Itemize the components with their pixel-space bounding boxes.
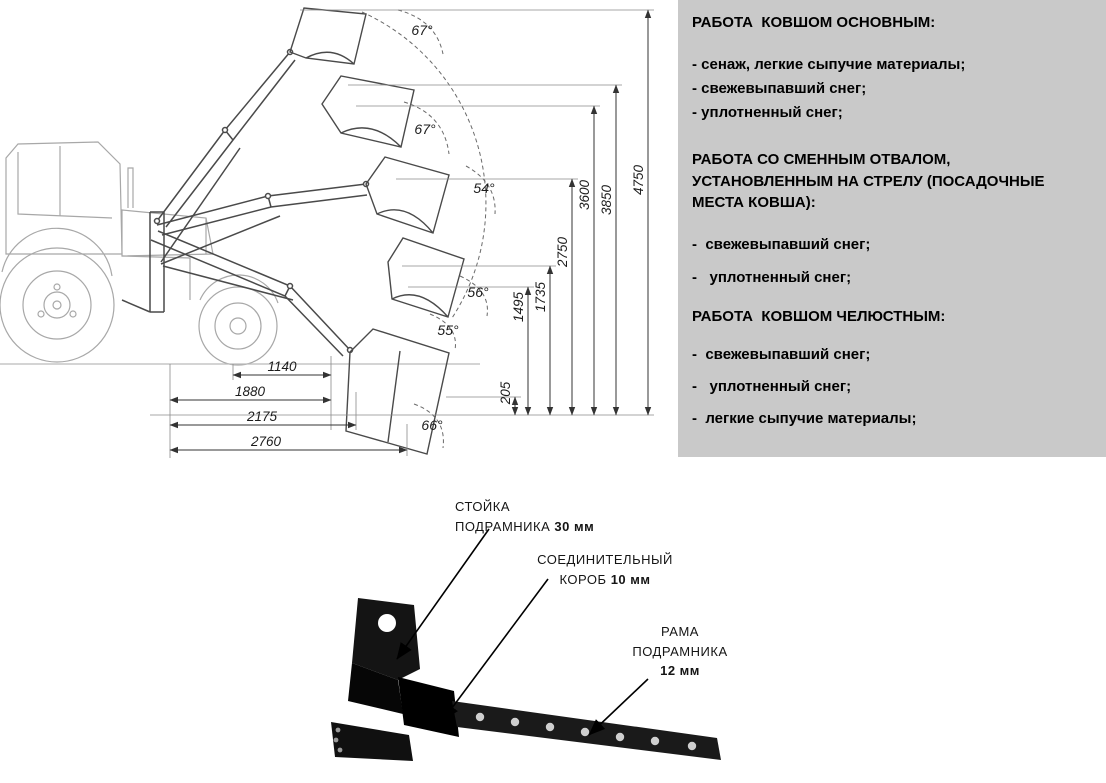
pointer-arrow-box: [442, 578, 549, 721]
pointer-arrows: [396, 528, 649, 736]
pointer-arrow-rail: [588, 678, 649, 736]
section-items: - свежевыпавший снег; - уплотненный снег…: [692, 344, 1092, 429]
label-stand: СТОЙКА ПОДРАМНИКА 30 мм: [455, 497, 655, 536]
exhaust-pipe: [127, 167, 134, 208]
list-item: - сенаж, легкие сыпучие материалы;: [692, 55, 966, 73]
list-item: - уплотненный снег;: [692, 103, 843, 121]
vertical-dim-label: 1735: [533, 281, 548, 312]
bucket-high: [321, 75, 415, 148]
vertical-dim-label: 3850: [599, 184, 614, 215]
rail-holes: [475, 712, 697, 751]
label-line: СТОЙКА: [455, 499, 511, 514]
angle-label: 55°: [437, 322, 459, 338]
section-heading-main-bucket: РАБОТА КОВШОМ ОСНОВНЫМ:: [692, 14, 936, 31]
info-panel: РАБОТА КОВШОМ ОСНОВНЫМ: - сенаж, легкие …: [678, 0, 1106, 457]
loader-mast: [121, 211, 165, 313]
boom-raised: [156, 51, 296, 228]
angle-arcs: [361, 9, 496, 449]
lift-cylinder-raised: [160, 147, 241, 263]
boom-mid: [156, 183, 368, 236]
front-fender: [199, 274, 279, 304]
list-item: - свежевыпавший снег;: [692, 236, 871, 253]
tractor-outline: [0, 141, 480, 366]
list-item: - уплотненный снег;: [692, 269, 852, 286]
angle-label: 66°: [421, 417, 443, 433]
thickness-value: 12 мм: [660, 663, 700, 678]
bucket-dump-top: [289, 7, 367, 65]
rear-wheel: [0, 247, 115, 363]
rear-fender: [1, 227, 113, 277]
lift-cylinder-mid: [160, 215, 281, 265]
subframe-drawing: [331, 528, 721, 761]
vertical-dim-label: 3600: [577, 179, 592, 210]
angle-label: 54°: [473, 180, 495, 196]
list-item: - легкие сыпучие материалы;: [692, 409, 917, 427]
bucket-low: [387, 237, 465, 318]
angle-label: 67°: [411, 22, 433, 38]
horizontal-dim-label: 2175: [246, 409, 278, 424]
extension-lines: [150, 9, 654, 458]
thickness-value: 30 мм: [554, 518, 595, 534]
list-item: - свежевыпавший снег;: [692, 345, 871, 363]
section-heading-blade: РАБОТА СО СМЕННЫМ ОТВАЛОМ, УСТАНОВЛЕННЫМ…: [692, 150, 1049, 212]
section-heading-clamshell: РАБОТА КОВШОМ ЧЕЛЮСТНЫМ:: [692, 308, 946, 325]
list-item: - уплотненный снег;: [692, 377, 852, 395]
bucket-mid: [365, 156, 450, 234]
vertical-dim-label: 1495: [511, 291, 526, 322]
subframe-part: [331, 598, 721, 761]
stand-side: [348, 663, 403, 714]
cab: [5, 141, 123, 255]
pointer-arrow-stand: [396, 528, 490, 660]
list-item: - свежевыпавший снег;: [692, 79, 867, 97]
connecting-box: [398, 677, 459, 737]
label-line: СОЕДИНИТЕЛЬНЫЙ: [537, 552, 673, 567]
front-wheel: [198, 286, 278, 366]
vertical-dim-label: 4750: [631, 164, 646, 195]
angle-label: 56°: [467, 284, 489, 300]
dimension-lines: [169, 9, 652, 454]
horizontal-dim-label: 2760: [250, 434, 282, 449]
label-line: РАМА: [661, 624, 699, 639]
section-items: - сенаж, легкие сыпучие материалы; - све…: [692, 54, 1092, 123]
label-frame: РАМА ПОДРАМНИКА 12 мм: [610, 622, 750, 681]
label-line: КОРОБ 10 мм: [559, 571, 651, 587]
base-foot: [331, 722, 413, 761]
horizontal-dim-label: 1140: [267, 359, 297, 374]
label-line: ПОДРАМНИКА: [632, 643, 728, 659]
vertical-dim-label: 2750: [555, 236, 570, 268]
label-connecting-box: СОЕДИНИТЕЛЬНЫЙ КОРОБ 10 мм: [515, 550, 695, 589]
bucket-clamshell: [345, 328, 450, 455]
bucket-positions: [289, 7, 465, 455]
section-items: - свежевыпавший снег; - уплотненный снег…: [692, 234, 1092, 288]
label-line: ПОДРАМНИКА 30 мм: [455, 518, 595, 534]
horizontal-dim-label: 1880: [235, 384, 266, 399]
stand-hole: [378, 614, 396, 632]
loader-dimension-drawing: 4750 3850 3600 2750 1735 1495 205 1140 1…: [0, 7, 654, 458]
vertical-dim-label: 205: [498, 381, 513, 405]
boom-lowered: [150, 230, 351, 357]
angle-label: 67°: [414, 121, 436, 137]
lift-cylinder-lowered: [162, 265, 294, 301]
loader-arms: [121, 48, 370, 357]
bucket-trajectory-arc: [361, 11, 487, 319]
thickness-value: 10 мм: [610, 571, 651, 587]
